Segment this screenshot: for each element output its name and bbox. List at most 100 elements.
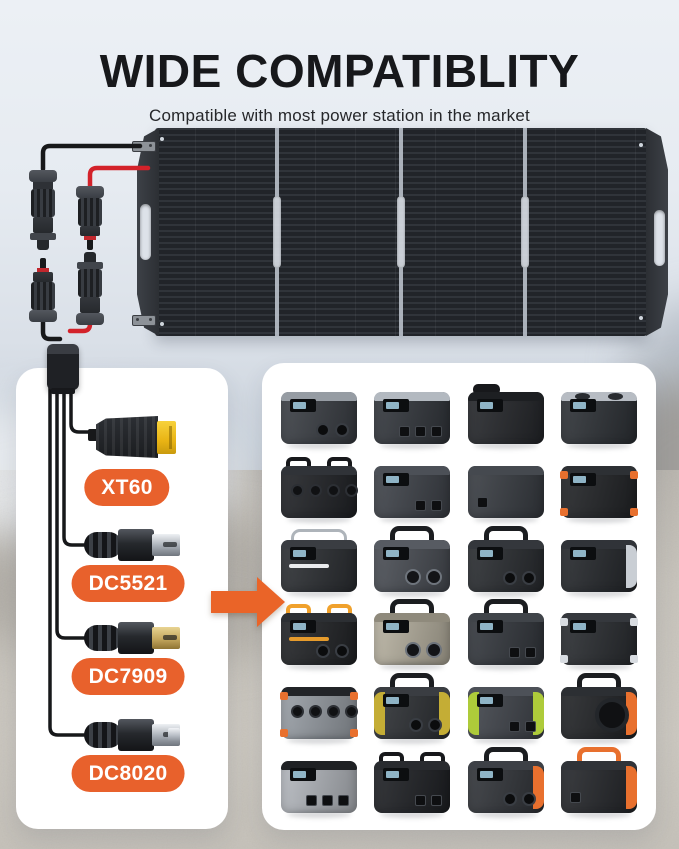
carry-handle-cutout <box>140 204 151 260</box>
outlet <box>326 705 340 719</box>
outlet <box>308 705 322 719</box>
outlet <box>426 642 443 659</box>
outlet <box>334 422 349 437</box>
dc8020-strain-relief <box>84 722 122 748</box>
power-station <box>366 670 460 744</box>
power-station <box>272 449 366 523</box>
outlet <box>290 483 304 497</box>
outlet <box>415 499 427 511</box>
outlet <box>405 642 422 659</box>
outlet <box>415 425 427 437</box>
outlet <box>428 718 443 733</box>
power-station <box>366 449 460 523</box>
power-station <box>459 744 553 818</box>
outlet <box>415 795 427 807</box>
page-subtitle: Compatible with most power station in th… <box>149 106 530 125</box>
power-stations-grid <box>272 375 646 818</box>
outlet <box>431 425 443 437</box>
outlet <box>308 483 322 497</box>
xt60-plug-yellow <box>157 421 176 454</box>
dc5521-tip <box>152 534 180 556</box>
power-stations-card <box>262 363 656 830</box>
fold-slot <box>397 196 405 268</box>
fold-gap <box>397 128 405 336</box>
outlet <box>524 721 536 733</box>
solar-panel-body <box>155 128 647 336</box>
power-station <box>272 597 366 671</box>
power-station <box>459 449 553 523</box>
header: WIDE COMPATIBLITY Compatible with most p… <box>0 44 679 126</box>
fold-gap <box>521 128 529 336</box>
grommet <box>639 316 643 320</box>
outlet <box>426 568 443 585</box>
cable-clamp <box>132 141 156 152</box>
mc4-connector <box>76 252 104 325</box>
dc8020-tip-step <box>168 728 180 742</box>
power-station <box>366 523 460 597</box>
dc7909-tip <box>152 627 180 649</box>
outlet <box>315 644 330 659</box>
dc8020-barrel <box>118 719 154 751</box>
mc4-connector <box>76 186 104 250</box>
grommet <box>639 143 643 147</box>
dc5521-barrel <box>118 529 154 561</box>
outlet <box>595 698 630 733</box>
power-station <box>272 670 366 744</box>
outlet <box>326 483 340 497</box>
outlet <box>337 795 349 807</box>
outlet <box>399 425 411 437</box>
xt60-connector <box>96 416 158 458</box>
power-station <box>459 523 553 597</box>
power-station <box>366 744 460 818</box>
mc4-connector <box>29 170 57 250</box>
outlet <box>524 647 536 659</box>
fold-gap <box>273 128 281 336</box>
outlet <box>334 644 349 659</box>
dc7909-barrel <box>118 622 154 654</box>
outlet <box>344 483 358 497</box>
outlet <box>321 795 333 807</box>
panel-left-flap <box>137 128 159 336</box>
power-station <box>553 375 647 449</box>
grommet <box>160 322 164 326</box>
power-station <box>272 523 366 597</box>
dc7909-strain-relief <box>84 625 122 651</box>
outlet <box>344 705 358 719</box>
outlet <box>431 499 443 511</box>
outlet <box>521 792 536 807</box>
power-station <box>272 375 366 449</box>
fold-slot <box>273 196 281 268</box>
outlet <box>521 570 536 585</box>
label-dc5521: DC5521 <box>71 565 185 602</box>
outlet <box>476 496 488 508</box>
cable-clamp <box>132 315 156 326</box>
power-station <box>366 597 460 671</box>
power-station <box>553 523 647 597</box>
outlet <box>502 570 517 585</box>
cable-splitter <box>47 344 79 394</box>
outlet <box>570 792 582 804</box>
outlet <box>315 422 330 437</box>
power-station <box>553 597 647 671</box>
power-station <box>553 670 647 744</box>
label-dc8020: DC8020 <box>71 755 185 792</box>
power-station <box>272 744 366 818</box>
carry-handle-cutout <box>654 210 665 266</box>
fold-slot <box>521 196 529 268</box>
dc5521-strain-relief <box>84 532 122 558</box>
outlet <box>290 705 304 719</box>
label-dc7909: DC7909 <box>71 658 185 695</box>
outlet <box>502 792 517 807</box>
outlet <box>305 795 317 807</box>
power-station <box>459 375 553 449</box>
power-station <box>459 670 553 744</box>
outlet <box>405 568 422 585</box>
power-station <box>459 597 553 671</box>
power-station <box>553 744 647 818</box>
mc4-connector <box>29 258 57 322</box>
grommet <box>160 137 164 141</box>
power-station <box>553 449 647 523</box>
power-station <box>366 375 460 449</box>
panel-right-flap <box>646 128 668 336</box>
